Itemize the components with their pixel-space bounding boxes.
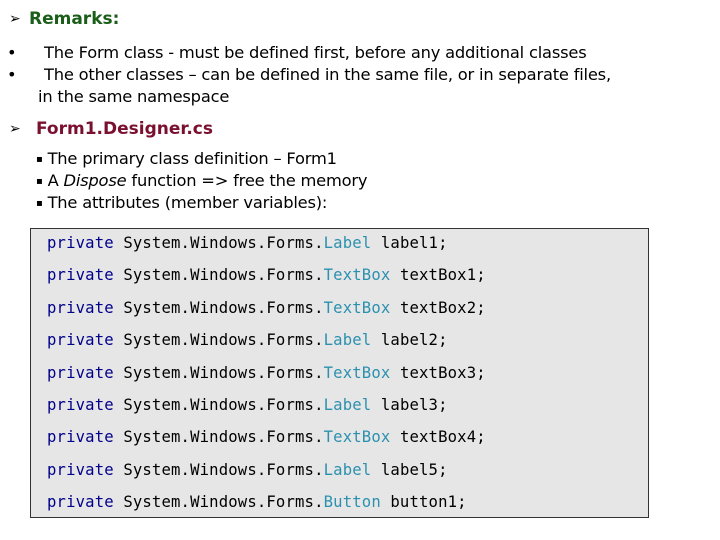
code-line: private System.Windows.Forms.Button butt…	[47, 493, 467, 512]
arrow-bullet-icon: ➢	[9, 11, 21, 27]
remark-1: The Form class - must be defined first, …	[44, 43, 587, 62]
square-bullet-icon: ▪	[36, 198, 43, 209]
designer-item: ▪ The attributes (member variables):	[36, 193, 328, 212]
code-line: private System.Windows.Forms.Label label…	[47, 396, 448, 414]
designer-heading: Form1.Designer.cs	[36, 119, 213, 139]
code-line: private System.Windows.Forms.Label label…	[47, 460, 448, 479]
square-bullet-icon: ▪	[36, 154, 43, 165]
remark-2-cont: in the same namespace	[38, 87, 230, 106]
designer-item: ▪ The primary class definition – Form1	[36, 149, 337, 168]
square-bullet-icon: ▪	[36, 176, 43, 187]
remarks-heading: Remarks:	[29, 9, 120, 29]
code-line: private System.Windows.Forms.TextBox tex…	[47, 298, 486, 317]
code-line: private System.Windows.Forms.TextBox tex…	[47, 363, 486, 382]
remark-2: The other classes – can be defined in th…	[44, 65, 611, 84]
designer-item: ▪ A Dispose function => free the memory	[36, 171, 368, 190]
code-line: private System.Windows.Forms.Label label…	[47, 331, 448, 350]
code-line: private System.Windows.Forms.TextBox tex…	[47, 428, 486, 447]
code-line: private System.Windows.Forms.Label label…	[47, 234, 448, 252]
code-line: private System.Windows.Forms.TextBox tex…	[47, 266, 486, 285]
arrow-bullet-icon: ➢	[9, 121, 21, 137]
code-block: private System.Windows.Forms.Label label…	[30, 228, 649, 518]
bullet-icon: •	[7, 65, 17, 84]
bullet-icon: •	[7, 43, 17, 62]
